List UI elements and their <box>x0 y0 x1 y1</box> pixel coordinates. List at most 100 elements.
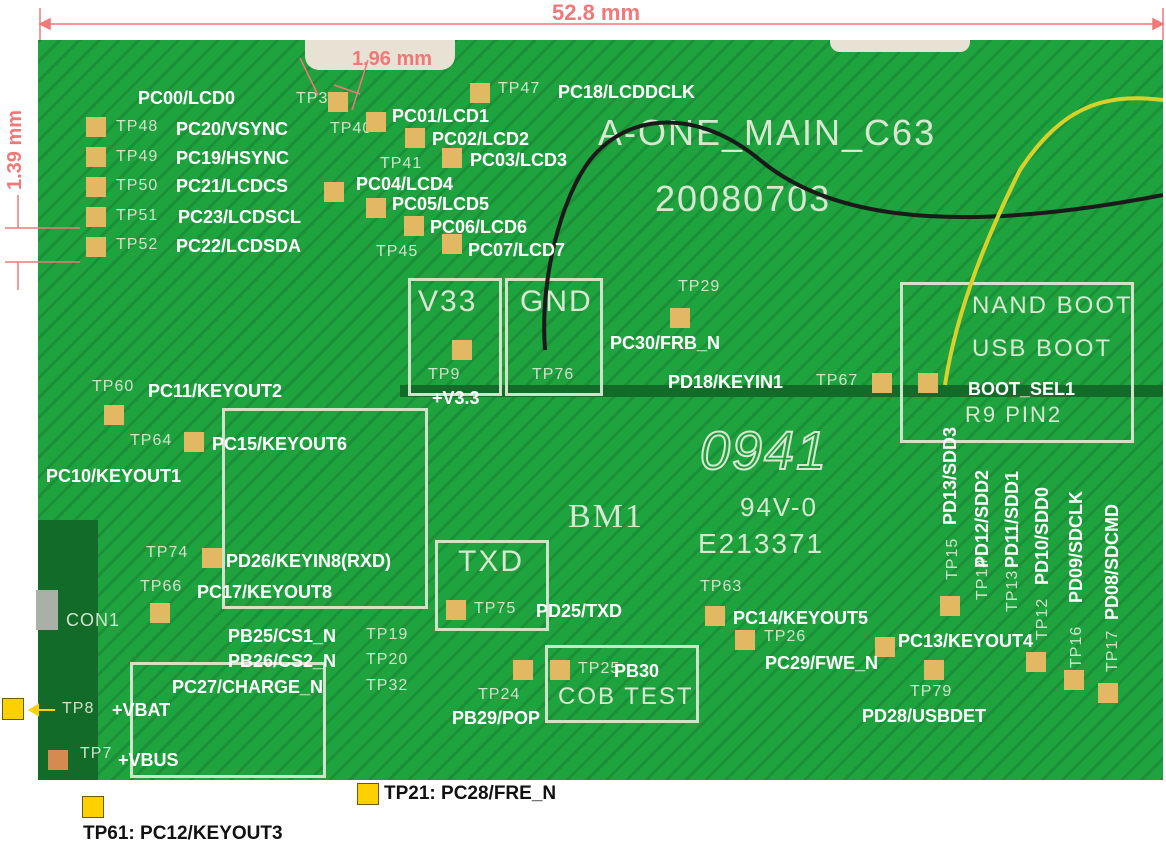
test-pad <box>1098 683 1118 703</box>
dimension-52.8mm <box>38 8 1165 40</box>
r9-pin2-text: R9 PIN2 <box>965 402 1063 427</box>
tp-label: TP7 <box>80 745 113 762</box>
v33-box <box>408 278 502 396</box>
test-pad <box>670 308 690 328</box>
black-wire <box>542 120 1164 351</box>
test-pad <box>366 198 386 218</box>
test-pad <box>446 600 466 620</box>
arrow-icon <box>28 703 55 717</box>
test-pad <box>452 340 472 360</box>
tp-label: TP67 <box>816 372 859 389</box>
label-pc10: PC10/KEYOUT1 <box>46 466 182 486</box>
txd-text: TXD <box>458 545 524 578</box>
test-pad <box>86 207 106 227</box>
dimension-1.96mm <box>299 57 369 111</box>
test-pad <box>875 637 895 657</box>
label-pd25: PD25/TXD <box>536 601 623 621</box>
cob-test-text: COB TEST <box>558 683 694 710</box>
label-boot-sel1: BOOT_SEL1 <box>968 379 1076 399</box>
ul-file: E213371 <box>698 528 825 559</box>
label-pc06: PC06/LCD6 <box>430 217 528 237</box>
label-pc14: PC14/KEYOUT5 <box>733 608 869 628</box>
tp-label: TP60 <box>92 378 135 395</box>
board-name: A-ONE_MAIN_C63 <box>598 112 937 153</box>
width-dimension: 52.8 mm <box>552 0 641 25</box>
tp-label: TP74 <box>146 544 189 561</box>
board-cutout <box>830 40 970 52</box>
test-pad <box>442 234 462 254</box>
component-box-b <box>222 408 428 609</box>
pitch-dimension: 1.96 mm <box>352 48 433 70</box>
test-pad <box>470 83 490 103</box>
tp-label: TP49 <box>116 148 159 165</box>
label-pd18: PD18/KEYIN1 <box>668 372 784 392</box>
label-pc01: PC01/LCD1 <box>392 106 490 126</box>
label-pc21: PC21/LCDCS <box>176 176 289 196</box>
test-pad <box>735 630 755 650</box>
label-pb25: PB25/CS1_N <box>228 626 337 646</box>
tp-label: TP19 <box>366 626 409 643</box>
test-pad <box>366 112 386 132</box>
label-pc03: PC03/LCD3 <box>470 150 568 170</box>
label-tp61: TP61: PC12/KEYOUT3 <box>83 823 283 844</box>
spacing-dimension: 1.39 mm <box>4 109 26 190</box>
label-pd13: PD13/SDD3 <box>940 426 960 525</box>
label-pd11: PD11/SDD1 <box>1002 470 1022 568</box>
label-pc27: PC27/CHARGE_N <box>172 677 324 697</box>
test-pad <box>202 548 222 568</box>
label-pc07: PC07/LCD7 <box>468 240 566 260</box>
gnd-text: GND <box>520 285 593 318</box>
txd-box <box>435 540 549 631</box>
con1-text: CON1 <box>66 610 121 630</box>
tp-label: TP64 <box>130 432 173 449</box>
label-pc04: PC04/LCD4 <box>356 174 454 194</box>
connector-area <box>38 520 98 780</box>
usb-boot-text: USB BOOT <box>972 335 1113 362</box>
test-pad <box>550 660 570 680</box>
yellow-wire <box>943 96 1164 386</box>
tp-label: TP32 <box>366 677 409 694</box>
label-pd08: PD08/SDCMD <box>1102 503 1122 620</box>
tp-label: TP79 <box>910 683 953 700</box>
label-vbat: +VBAT <box>112 700 171 720</box>
label-pb29: PB29/POP <box>452 708 541 728</box>
tp-label: TP40 <box>330 120 373 137</box>
label-pd10: PD10/SDD0 <box>1032 486 1052 585</box>
ul-rating: 94V-0 <box>740 492 818 522</box>
label-tp21: TP21: PC28/FRE_N <box>384 783 557 804</box>
label-pc22: PC22/LCDSDA <box>176 236 302 256</box>
tp-label: TP66 <box>140 578 183 595</box>
tp-label: TP52 <box>116 236 159 253</box>
label-pc18: PC18/LCDDCLK <box>558 82 696 102</box>
board-cutout <box>305 40 455 70</box>
test-pad <box>918 373 938 393</box>
label-pc30: PC30/FRB_N <box>610 333 721 353</box>
tp-label: TP41 <box>380 155 423 172</box>
test-pad <box>86 237 106 257</box>
label-pd12: PD12/SDD2 <box>972 469 992 568</box>
test-pad <box>940 596 960 616</box>
tp-label: TP29 <box>678 278 721 295</box>
tp-label: TP9 <box>428 366 461 383</box>
tp-label: TP39 <box>296 90 339 107</box>
test-pad <box>924 660 944 680</box>
week-code: 0941 <box>699 420 829 482</box>
tp-label: TP24 <box>478 686 521 703</box>
dimension-1.39mm <box>5 195 80 290</box>
test-pad <box>872 373 892 393</box>
label-pd09: PD09/SDCLK <box>1066 490 1086 603</box>
test-pad <box>324 182 344 202</box>
v33-text: V33 <box>418 285 478 318</box>
label-pd28: PD28/USBDET <box>862 706 987 726</box>
tp-label: TP50 <box>116 177 159 194</box>
label-pc29: PC29/FWE_N <box>765 653 879 673</box>
marker-tp21 <box>357 783 379 805</box>
test-pad <box>513 660 533 680</box>
bm1-text: BM1 <box>568 498 644 535</box>
label-v3v3: +V3.3 <box>432 388 480 408</box>
connector-pad <box>36 590 58 630</box>
gnd-box <box>505 278 603 396</box>
boot-select-box <box>900 282 1134 443</box>
tp-label: TP8 <box>62 700 95 717</box>
tp-label: TP47 <box>498 80 541 97</box>
